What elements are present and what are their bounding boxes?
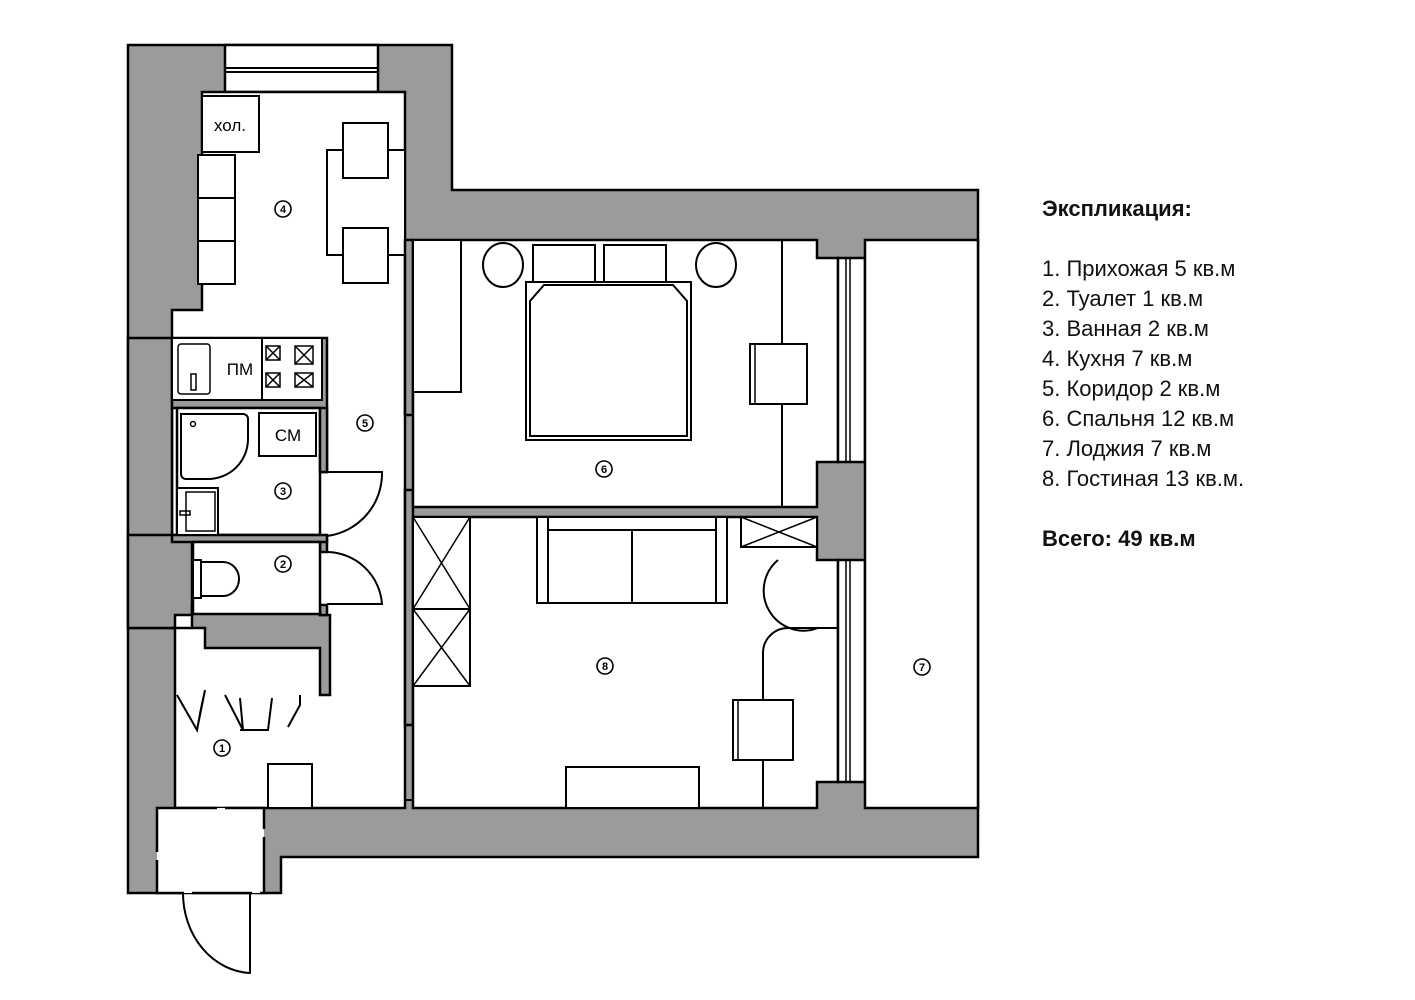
toilet-tank [192, 559, 202, 599]
legend-item: 4. Кухня 7 кв.м [1042, 346, 1193, 371]
svg-text:2: 2 [280, 559, 286, 571]
washing-machine [258, 412, 317, 457]
stove-icon [265, 345, 314, 388]
desk [762, 627, 838, 808]
washer-label: СМ [275, 426, 301, 445]
room-number-1: 1 [213, 739, 231, 757]
entrance-door [181, 892, 251, 975]
room-number-8: 8 [596, 657, 614, 675]
desk-chair [732, 699, 794, 761]
desk-chair [749, 343, 808, 405]
nightstand [482, 242, 524, 288]
wardrobe [412, 239, 462, 393]
chair [342, 122, 389, 179]
toilet-door [326, 551, 384, 605]
bedroom-window [836, 256, 867, 464]
entrance-vestibule [155, 806, 266, 895]
kitchen-cabinet [197, 240, 236, 285]
nightstand [695, 242, 737, 288]
kitchen-cabinet [197, 197, 236, 242]
legend-item: 2. Туалет 1 кв.м [1042, 286, 1204, 311]
svg-text:5: 5 [362, 418, 368, 430]
svg-text:1: 1 [219, 743, 225, 755]
toilet [200, 561, 240, 597]
legend: Экспликация: 1. Прихожая 5 кв.м 2. Туале… [1042, 194, 1244, 554]
room-number-2: 2 [274, 555, 292, 573]
balcony-door [762, 559, 838, 632]
room-number-4: 4 [274, 200, 292, 218]
dishwasher-label: ПМ [227, 360, 253, 379]
legend-item: 7. Лоджия 7 кв.м [1042, 436, 1212, 461]
chair [342, 227, 389, 284]
pillow [603, 244, 667, 286]
room-number-3: 3 [274, 482, 292, 500]
shower-tray [180, 413, 249, 480]
fridge [201, 95, 260, 153]
bathroom-door [326, 471, 384, 537]
svg-text:7: 7 [919, 662, 925, 674]
room-number-6: 6 [595, 460, 613, 478]
living-window [836, 558, 867, 784]
room-number-5: 5 [356, 414, 374, 432]
room-number-7: 7 [913, 658, 931, 676]
legend-total: Всего: 49 кв.м [1042, 526, 1196, 551]
kitchen-cabinet [197, 154, 236, 199]
legend-item: 5. Коридор 2 кв.м [1042, 376, 1221, 401]
wall-block [126, 533, 194, 630]
pillow [532, 244, 596, 286]
legend-title: Экспликация: [1042, 196, 1192, 221]
legend-item: 1. Прихожая 5 кв.м [1042, 256, 1236, 281]
legend-item: 3. Ванная 2 кв.м [1042, 316, 1209, 341]
hallway-cabinet [267, 763, 313, 809]
kitchen-sink [177, 343, 211, 395]
svg-text:6: 6 [601, 464, 607, 476]
legend-item: 6. Спальня 12 кв.м [1042, 406, 1235, 431]
legend-item: 8. Гостиная 13 кв.м. [1042, 466, 1245, 491]
svg-text:3: 3 [280, 486, 286, 498]
fridge-label: хол. [214, 116, 246, 135]
loggia-room [863, 238, 980, 810]
svg-text:8: 8 [602, 661, 608, 673]
svg-text:4: 4 [280, 204, 287, 216]
tv-stand [565, 766, 700, 809]
